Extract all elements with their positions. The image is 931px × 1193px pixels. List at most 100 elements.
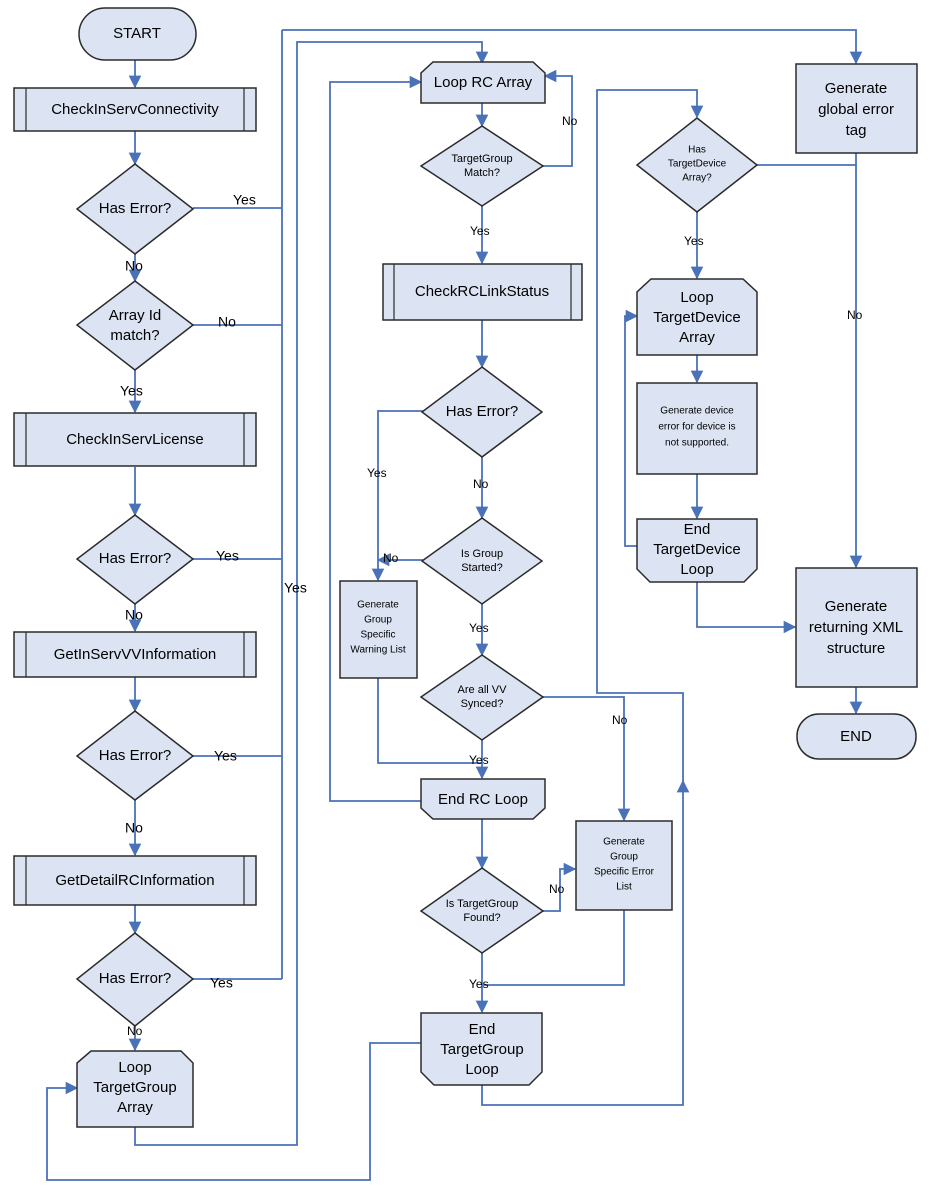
node-has-error-5: Has Error?	[420, 366, 544, 458]
global-error-label-2: global error	[818, 101, 894, 118]
label-no-error-5: No	[473, 477, 489, 491]
node-has-error-1: Has Error?	[75, 163, 195, 255]
edge-labels: Yes No No Yes Yes No Yes No Yes No Yes N…	[120, 114, 863, 1038]
check-license-label: CheckInServLicense	[66, 431, 204, 448]
error-list-label-3: Specific Error	[594, 867, 655, 878]
node-end: END	[796, 713, 917, 760]
device-error-label-3: not supported.	[665, 438, 729, 449]
error-list-label-4: List	[616, 882, 632, 893]
end-device-loop-label-1: End	[684, 521, 711, 538]
edge-endrc-back-to-looprc	[329, 75, 423, 802]
are-all-vv-synced-label-1: Are all VV	[458, 684, 508, 696]
get-vv-info-label: GetInServVVInformation	[54, 646, 217, 663]
node-loop-targetdevice-array: Loop TargetDevice Array	[636, 278, 758, 356]
label-no-error-4: No	[127, 1024, 143, 1038]
edge-bus-right-to-has-device	[596, 89, 704, 781]
label-yes-error-2: Yes	[216, 548, 239, 564]
end-tg-loop-label-2: TargetGroup	[440, 1041, 523, 1058]
loop-tg-array-label-1: Loop	[118, 1059, 151, 1076]
label-no-tg-found: No	[549, 882, 565, 896]
node-has-targetdevice-array: Has TargetDevice Array?	[635, 117, 759, 213]
label-yes-has-device: Yes	[684, 234, 704, 248]
edge-looptg-to-looprc	[134, 41, 489, 1146]
node-targetgroup-match: TargetGroup Match?	[419, 125, 545, 207]
end-device-loop-label-2: TargetDevice	[653, 541, 741, 558]
are-all-vv-synced-label-2: Synced?	[461, 698, 504, 710]
check-connectivity-label: CheckInServConnectivity	[51, 101, 219, 118]
label-yes-error-3: Yes	[214, 748, 237, 764]
label-no-tg-match: No	[562, 114, 578, 128]
loop-tg-array-label-2: TargetGroup	[93, 1079, 176, 1096]
node-is-group-started: Is Group Started?	[420, 517, 544, 605]
has-error-2-label: Has Error?	[99, 550, 172, 567]
targetgroup-match-label-2: Match?	[464, 167, 500, 179]
error-list-label-1: Generate	[603, 837, 645, 848]
node-check-connectivity: CheckInServConnectivity	[13, 87, 257, 132]
edge-endtg-to-has-device	[481, 779, 690, 1106]
returning-xml-label-1: Generate	[825, 598, 888, 615]
node-warning-list: Generate Group Specific Warning List	[339, 580, 418, 679]
device-error-label-1: Generate device	[660, 406, 734, 417]
end-tg-loop-label-1: End	[469, 1021, 496, 1038]
edge-enddevice-back-to-loopdevice	[624, 309, 639, 547]
edge-bus-to-global-error	[282, 29, 863, 65]
node-start: START	[78, 7, 197, 61]
end-rc-loop-label: End RC Loop	[438, 791, 528, 808]
has-device-label-1: Has	[688, 145, 706, 156]
label-yes-tg-found: Yes	[469, 977, 489, 991]
is-group-started-label-2: Started?	[461, 562, 503, 574]
warning-list-label-2: Group	[364, 615, 392, 626]
node-loop-rc-array: Loop RC Array	[420, 61, 546, 104]
has-device-label-2: TargetDevice	[668, 159, 727, 170]
node-end-targetgroup-loop: End TargetGroup Loop	[420, 1012, 543, 1086]
end-device-loop-label-3: Loop	[680, 561, 713, 578]
targetgroup-match-label-1: TargetGroup	[451, 153, 512, 165]
label-no-has-device: No	[847, 308, 863, 322]
node-has-error-3: Has Error?	[75, 710, 195, 801]
array-id-match-label-2: match?	[110, 327, 159, 344]
loop-device-label-1: Loop	[680, 289, 713, 306]
global-error-label-1: Generate	[825, 80, 888, 97]
node-check-rc-link-status: CheckRCLinkStatus	[382, 263, 583, 321]
node-is-targetgroup-found: Is TargetGroup Found?	[419, 867, 545, 954]
node-get-vv-info: GetInServVVInformation	[13, 631, 257, 678]
edge-tgfound-no	[543, 862, 577, 912]
has-error-1-label: Has Error?	[99, 200, 172, 217]
label-yes-group-started: Yes	[469, 621, 489, 635]
node-check-license: CheckInServLicense	[13, 412, 257, 467]
node-get-rc-info: GetDetailRCInformation	[13, 855, 257, 906]
edge-errorlist-to-endtg	[482, 910, 625, 986]
has-error-5-label: Has Error?	[446, 403, 519, 420]
label-no-vv-synced: No	[612, 713, 628, 727]
returning-xml-label-3: structure	[827, 640, 885, 657]
edge-error5-yes	[371, 410, 423, 582]
error-list-label-2: Group	[610, 852, 638, 863]
label-yes-error-5: Yes	[367, 466, 387, 480]
edge-vv-synced-no	[543, 696, 631, 822]
label-no-array-id: No	[218, 314, 236, 330]
label-no-error-1: No	[125, 258, 143, 274]
loop-device-label-2: TargetDevice	[653, 309, 741, 326]
label-yes-vv-synced: Yes	[469, 753, 489, 767]
global-error-label-3: tag	[846, 122, 867, 139]
is-group-started-label-1: Is Group	[461, 548, 503, 560]
check-rc-link-status-label: CheckRCLinkStatus	[415, 283, 549, 300]
edge-warning-to-endrc	[377, 678, 482, 764]
node-global-error-tag: Generate global error tag	[795, 63, 918, 154]
node-are-all-vv-synced: Are all VV Synced?	[419, 654, 545, 741]
has-error-3-label: Has Error?	[99, 747, 172, 764]
end-tg-loop-label-3: Loop	[465, 1061, 498, 1078]
start-label: START	[113, 25, 161, 42]
loop-device-label-3: Array	[679, 329, 715, 346]
label-no-error-3: No	[125, 820, 143, 836]
node-has-error-2: Has Error?	[75, 514, 195, 605]
label-yes-error-4: Yes	[210, 975, 233, 991]
label-no-group-started: No	[383, 551, 399, 565]
node-device-error: Generate device error for device is not …	[636, 382, 758, 475]
array-id-match-label-1: Array Id	[109, 307, 162, 324]
get-rc-info-label: GetDetailRCInformation	[55, 872, 214, 889]
node-has-error-4: Has Error?	[75, 932, 195, 1027]
device-error-label-2: error for device is	[658, 422, 735, 433]
node-end-rc-loop: End RC Loop	[420, 778, 546, 820]
